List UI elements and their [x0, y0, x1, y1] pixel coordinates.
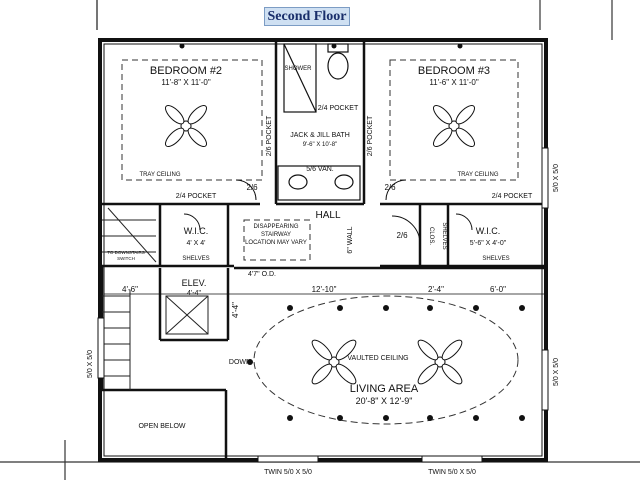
bedroom2-size: 11'-8" X 11'-0" [161, 78, 211, 87]
door-26-hall: 2/6 [396, 231, 408, 240]
stairway [102, 207, 157, 390]
pocket-door-vert-right: 2/6 POCKET [367, 115, 374, 156]
window-right-bottom: 5/0 X 5/0 [553, 358, 560, 386]
shelves-right: SHELVES [482, 256, 509, 262]
stairway-note-1: DISAPPEARING [253, 224, 298, 230]
down-label: DOWN [229, 359, 251, 366]
elevator-shaft [165, 295, 209, 335]
closet-label: CLOS. [428, 227, 434, 245]
living-size: 20'-8" X 12'-9" [356, 396, 413, 406]
dim-4-4: 4'-4" [231, 302, 240, 318]
wall-6in-label: 6" WALL [347, 226, 354, 253]
living-name: LIVING AREA [350, 383, 419, 395]
switch-note-1: TO DOWNSTAIRS [107, 250, 145, 255]
dim-12-10: 12'-10" [312, 285, 337, 294]
bedroom2-name: BEDROOM #2 [150, 65, 222, 77]
tray-ceiling-left: TRAY CEILING [139, 172, 180, 178]
dim-2-4: 2'-4" [428, 285, 444, 294]
vanity-label: 5/6 VAN. [306, 166, 334, 173]
window-right-top: 5/0 X 5/0 [553, 164, 560, 192]
elevator-size: 4'-4" [187, 290, 201, 297]
window-bottom-left: TWIN 5/0 X 5/0 [264, 469, 312, 476]
wic-right-name: W.I.C. [476, 226, 501, 236]
pocket-door-bed3: 2/4 POCKET [492, 193, 533, 200]
dim-4-6: 4'-6" [122, 285, 138, 294]
window-left: 5/0 X 5/0 [87, 350, 94, 378]
vaulted-ceiling-label: VAULTED CEILING [347, 355, 408, 362]
stairway-note-2: STAIRWAY [261, 232, 291, 238]
door-swings [183, 179, 473, 245]
bath-name: JACK & JILL BATH [290, 132, 350, 139]
pocket-door-vert-left: 2/6 POCKET [266, 115, 273, 156]
hall-label: HALL [315, 210, 340, 221]
dim-6-0: 6'-0" [490, 285, 506, 294]
elevator-name: ELEV. [182, 278, 207, 288]
tray-ceiling-right: TRAY CEILING [457, 172, 498, 178]
pocket-door-bath-top: 2/4 POCKET [318, 105, 359, 112]
fan-icon-bedroom2 [164, 104, 208, 148]
interior-walls [100, 42, 544, 458]
bath-size: 9'-6" X 10'-8" [303, 142, 338, 148]
light-fixtures [179, 43, 525, 421]
fan-icon-bedroom3 [432, 104, 476, 148]
shower-label: SHOWER [285, 66, 313, 72]
vaulted-ceiling-outline [253, 295, 519, 425]
door-26-left: 2/6 [246, 183, 258, 192]
window-bottom-right: TWIN 5/0 X 5/0 [428, 469, 476, 476]
door-26-right: 2/6 [384, 183, 396, 192]
bedroom3-name: BEDROOM #3 [418, 65, 490, 77]
tray-ceilings [121, 59, 519, 261]
page-title: Second Floor [267, 9, 347, 24]
shelves-left: SHELVES [182, 256, 209, 262]
pocket-door-bed2: 2/4 POCKET [176, 193, 217, 200]
switch-note-2: SWITCH [117, 256, 135, 261]
fan-icon-living-right [417, 339, 463, 385]
fan-icon-living-left [311, 339, 357, 385]
wall-od-label: 4'7" O.D. [248, 271, 276, 278]
bedroom3-size: 11'-6" X 11'-0" [429, 78, 479, 87]
shelves-clos: SHELVES [441, 222, 447, 249]
wic-left-size: 4' X 4' [186, 240, 205, 247]
bath-fixtures [277, 43, 361, 201]
stairway-note-3: LOCATION MAY VARY [245, 240, 307, 246]
open-below-label: OPEN BELOW [138, 423, 185, 430]
wic-left-name: W.I.C. [184, 226, 209, 236]
exterior-walls [98, 38, 548, 462]
wic-right-size: 5'-6" X 4'-0" [470, 240, 507, 247]
windows [97, 147, 549, 463]
title-highlight [264, 7, 350, 26]
